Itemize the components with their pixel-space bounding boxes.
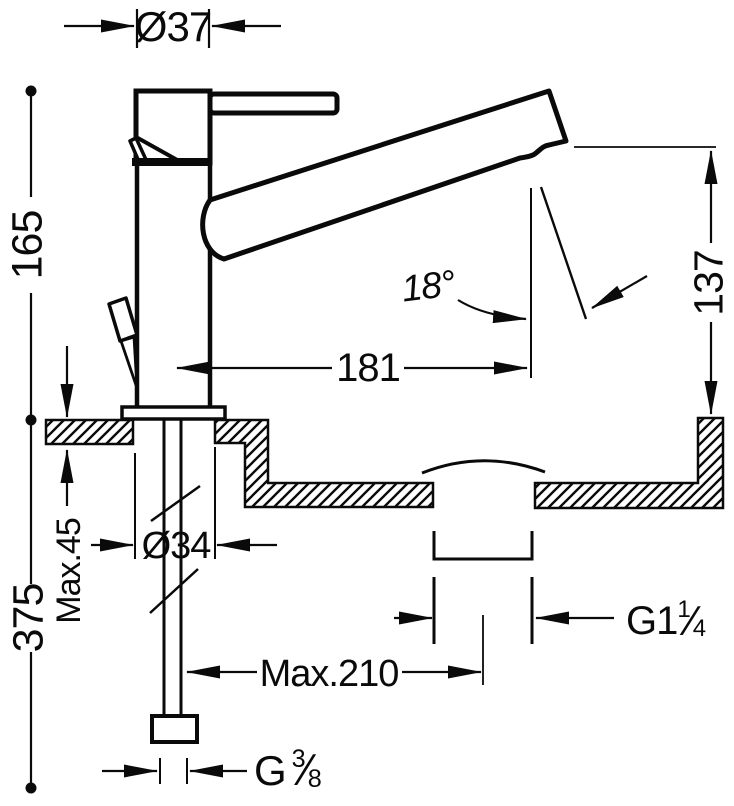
dim-top-diameter [64,9,281,48]
label-swivel-angle: 18° [399,262,457,310]
popup-waste-dome [421,459,546,475]
label-spout-reach: 181 [336,346,401,390]
dim-supply-thread [102,758,247,784]
dim-outlet-height [574,146,718,415]
basin-left-section [213,418,435,509]
faucet-head [133,88,213,166]
label-outlet-height: 137 [685,250,732,316]
break-slash [150,484,201,523]
base-plate [120,405,227,421]
supply-thread-slash: ⁄ [303,745,311,795]
head-joint [132,158,211,166]
label-top-diameter: Ø37 [134,3,212,50]
faucet-body [137,163,210,407]
basin-right-section [533,416,725,510]
supply-hoses [149,419,201,744]
dim-hole-diameter [91,447,277,559]
dimension-lines [25,9,718,794]
lever-handle [207,91,340,116]
label-total-height: 375 [4,583,53,653]
label-drain-distance: Max.210 [259,653,400,695]
faucet-outline [107,88,569,421]
label-hole-diameter: Ø34 [141,525,212,567]
supply-thread-denominator: 8 [307,764,322,793]
supply-thread-prefix: G [254,747,287,794]
popup-rod-lever [107,296,139,390]
countertop-left-section [44,418,135,446]
dim-swivel-angle [457,186,648,378]
label-spout-height: 165 [3,210,52,280]
dim-heights-line [25,85,37,794]
faucet-spout [200,88,569,262]
hose-connector [150,714,199,744]
drain-thread-denominator: 4 [692,615,707,643]
drain-thread-numerator: 1 [677,596,691,624]
supply-thread-numerator: 3 [291,745,306,774]
label-deck-thickness: Max.45 [50,518,88,624]
break-slash [149,568,199,614]
drain-thread-slash: ⁄ [688,597,696,644]
drain-thread-prefix: G1 [626,599,678,643]
drain-assembly [432,531,534,685]
